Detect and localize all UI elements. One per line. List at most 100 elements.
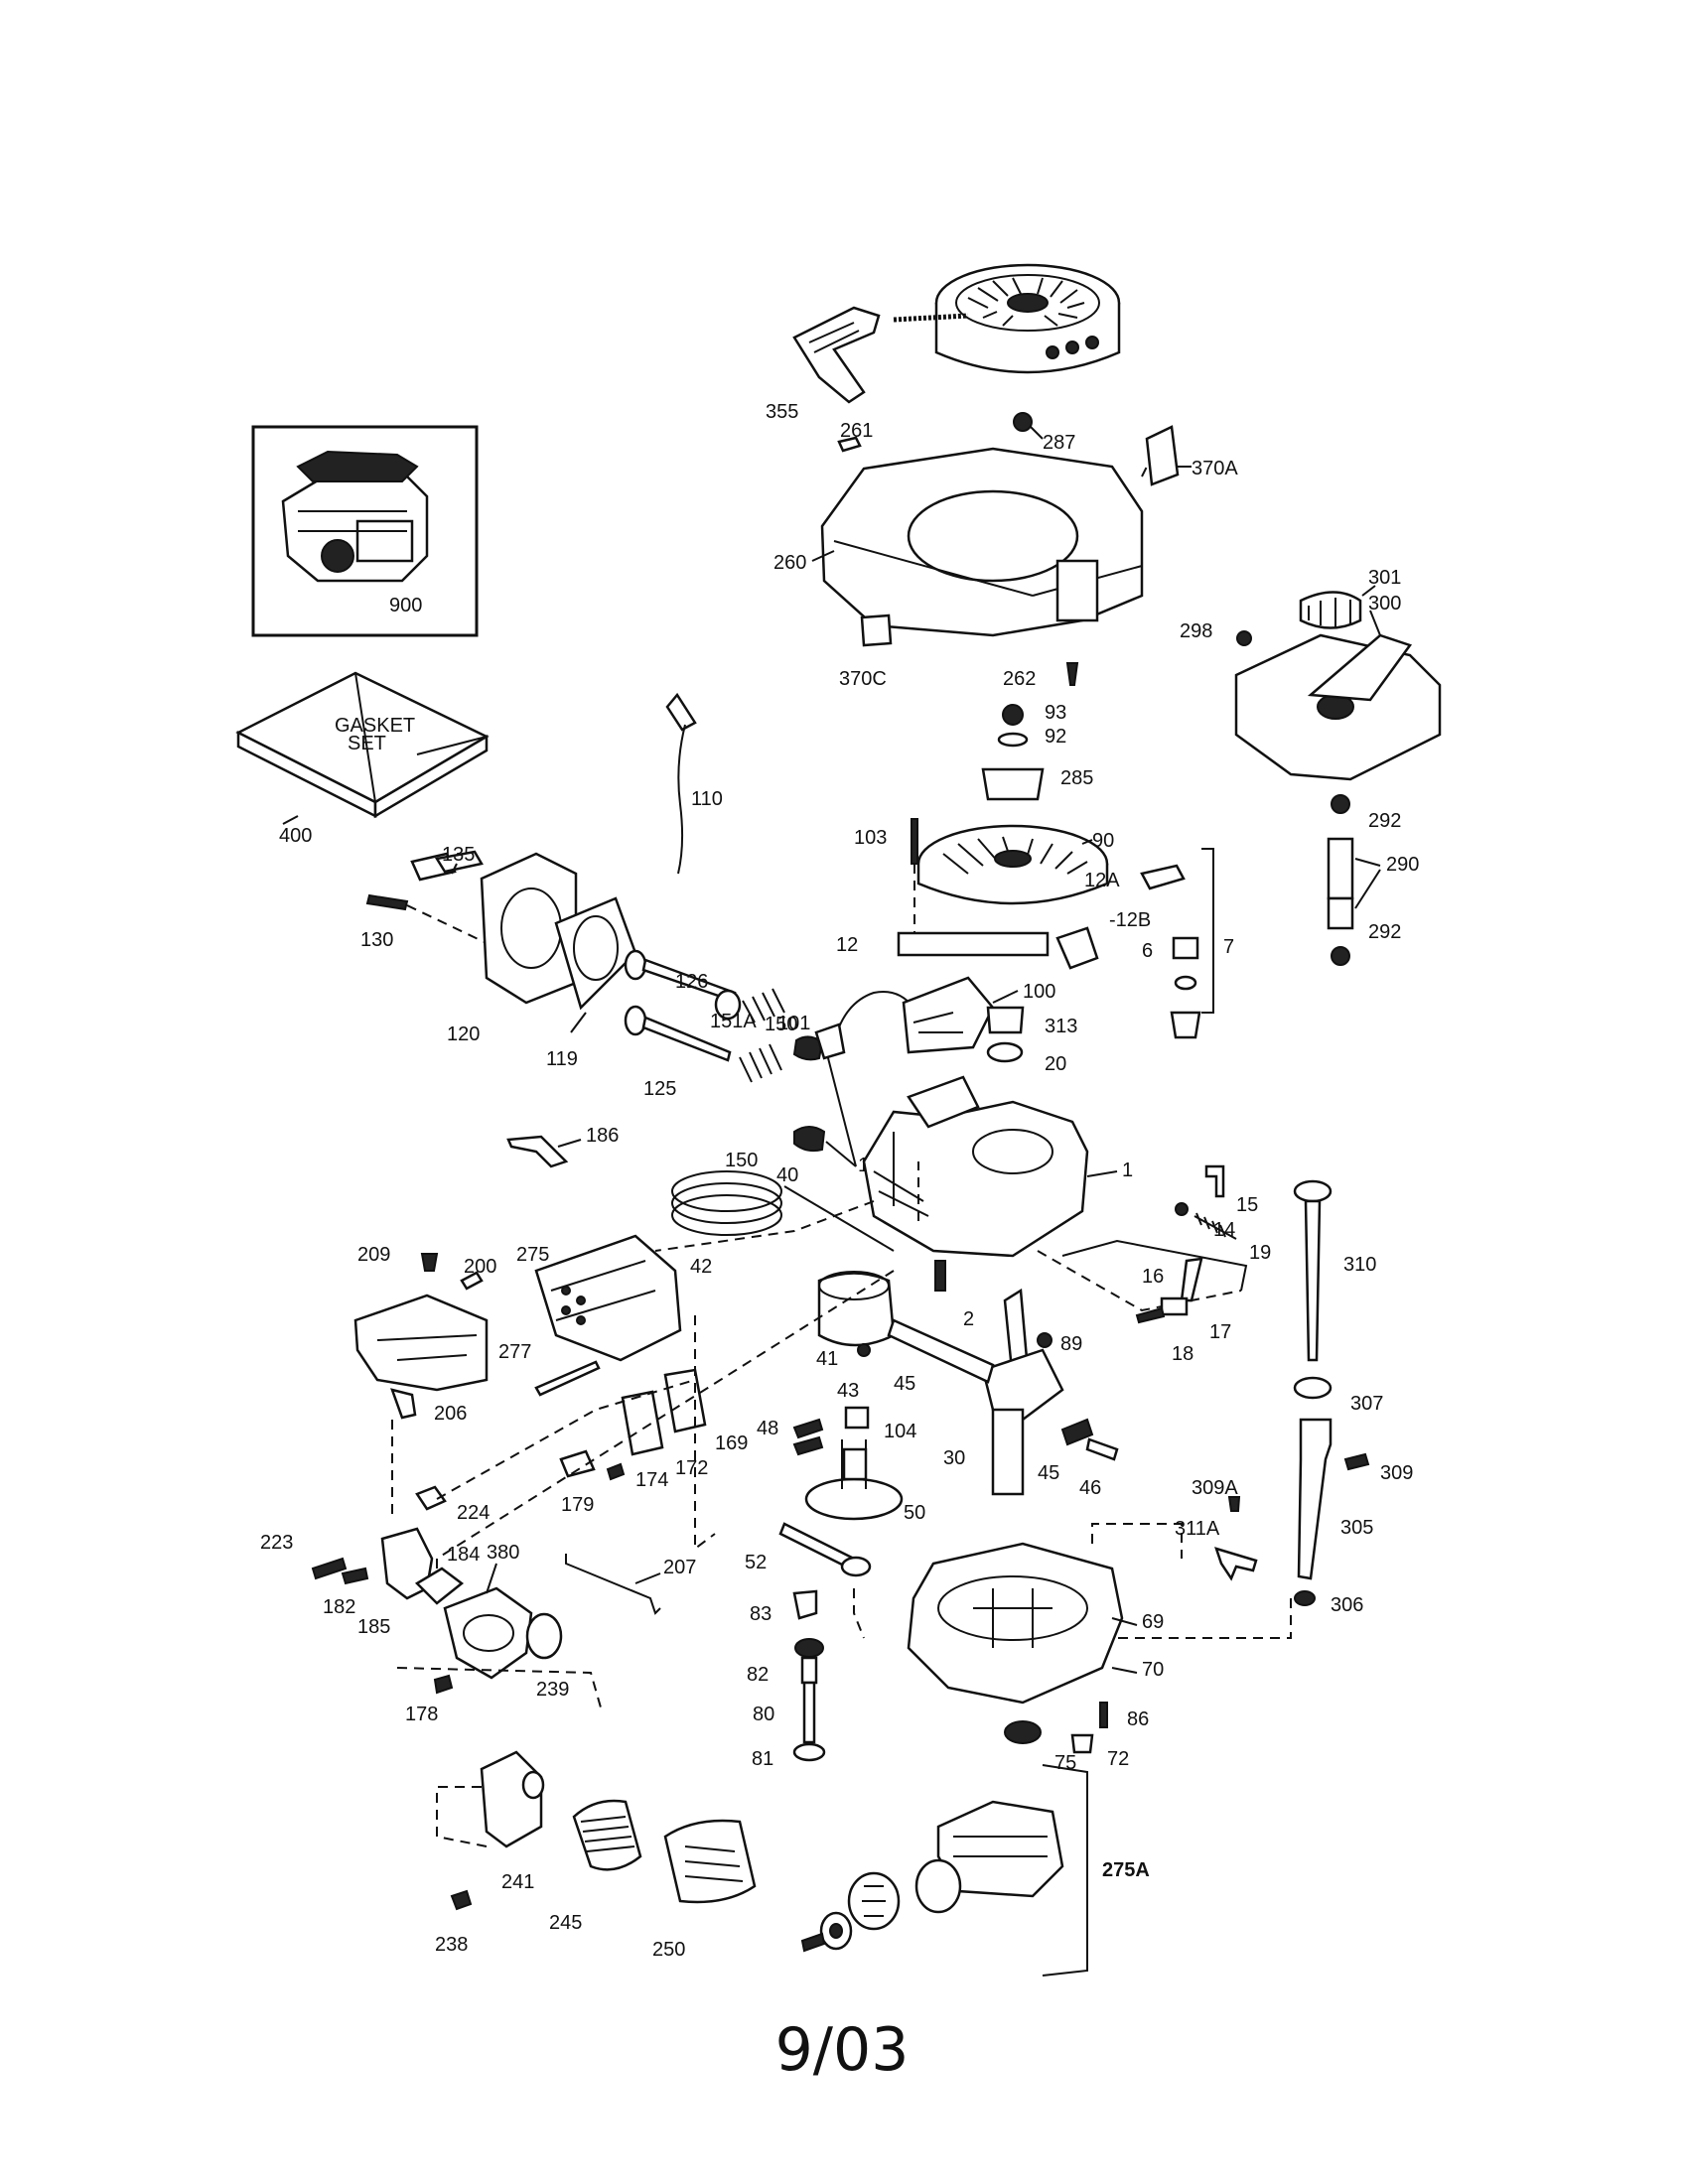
label-89: 89 [1060, 1333, 1082, 1355]
label-305: 305 [1340, 1517, 1373, 1539]
flywheel-group: 110 93 92 285 90 103 [665, 692, 1114, 938]
sump-hardware: 75 72 86 [1004, 1702, 1149, 1774]
label-292-a: 292 [1368, 810, 1401, 832]
label-70: 70 [1142, 1659, 1164, 1681]
label-41: 41 [816, 1348, 838, 1370]
label-12: 12 [836, 934, 858, 956]
exhaust-gaskets: 169 172 174 179 [559, 1368, 748, 1516]
label-110: 110 [691, 788, 723, 810]
label-223: 223 [260, 1532, 293, 1554]
label-150-b: 150 [725, 1150, 758, 1171]
label-186: 186 [586, 1125, 619, 1147]
label-400: 400 [279, 825, 312, 847]
label-150-a: 150 [765, 1014, 797, 1035]
label-206: 206 [434, 1403, 467, 1425]
label-81: 81 [752, 1748, 773, 1770]
label-277: 277 [498, 1341, 531, 1363]
label-100: 100 [1023, 981, 1055, 1003]
ignition-lead-group: 12A 12 -12B 7 6 [836, 848, 1234, 1039]
muffler-bolt: 277 [498, 1341, 601, 1397]
label-224: 224 [457, 1502, 490, 1524]
label-18: 18 [1172, 1343, 1193, 1365]
piston-group: 41 43 45 40 42 [671, 1164, 995, 1402]
governor-linkage: 15 14 19 16 17 18 [1061, 1164, 1271, 1365]
label-239: 239 [536, 1679, 569, 1701]
label-172: 172 [675, 1457, 708, 1479]
label-380: 380 [487, 1542, 519, 1564]
label-200: 200 [464, 1256, 496, 1278]
fuel-line: 292 290 292 [1327, 794, 1419, 966]
label-119: 119 [546, 1048, 578, 1070]
carburetor-group: 224 223 182 185 184 380 239 178 [260, 1379, 696, 1725]
label-174: 174 [635, 1469, 668, 1491]
dipstick-tube-assembly: 310 307 305 309 306 [1082, 1179, 1413, 1639]
label-310: 310 [1343, 1254, 1376, 1276]
muffler-kit: 275A [800, 1764, 1150, 1977]
label-120: 120 [447, 1024, 480, 1045]
fill-tube-bracket: 309A 311A [1175, 1477, 1258, 1581]
ignition-module: 101 100 [777, 976, 1055, 1060]
label-309A: 309A [1192, 1477, 1238, 1499]
crank-seal-group: 313 20 [986, 1006, 1077, 1075]
valve-train: 126 125 151A 150 150 151 [624, 949, 891, 1176]
label-83: 83 [750, 1603, 772, 1625]
label-80: 80 [753, 1704, 774, 1725]
label-17: 17 [1209, 1321, 1231, 1343]
label-46: 46 [1079, 1477, 1101, 1499]
label-gasket: GASKET [335, 715, 415, 737]
label-15: 15 [1236, 1194, 1258, 1216]
label-69: 69 [1142, 1611, 1164, 1633]
label-207: 207 [663, 1557, 696, 1578]
blower-housing: 260 261 287 370A 370C 262 [773, 412, 1238, 690]
label-238: 238 [435, 1934, 468, 1956]
rewind-starter: 355 [766, 263, 1121, 423]
label-12A: 12A [1084, 870, 1120, 891]
label-301: 301 [1368, 567, 1401, 589]
label-43: 43 [837, 1380, 859, 1402]
label-182: 182 [323, 1596, 355, 1618]
label-185: 185 [357, 1616, 390, 1638]
label-261: 261 [840, 420, 873, 442]
label-48: 48 [757, 1418, 778, 1439]
label-set: SET [348, 733, 386, 754]
label-370A: 370A [1192, 458, 1238, 479]
label-307: 307 [1350, 1393, 1383, 1415]
label-306: 306 [1331, 1594, 1363, 1616]
air-cleaner-group: 241 245 250 238 [435, 1750, 757, 1961]
label-45-a: 45 [894, 1373, 915, 1395]
label-130: 130 [360, 929, 393, 951]
label-72: 72 [1107, 1748, 1129, 1770]
revision-date: 9/03 [774, 2015, 910, 2085]
label-151A: 151A [710, 1011, 757, 1032]
label-19: 19 [1249, 1242, 1271, 1264]
label-86: 86 [1127, 1708, 1149, 1730]
label-370C: 370C [839, 668, 887, 690]
oil-pump-group: 83 82 80 81 [747, 1589, 826, 1770]
label-300: 300 [1368, 593, 1401, 614]
label-52: 52 [745, 1552, 767, 1573]
label-30: 30 [943, 1447, 965, 1469]
label-179: 179 [561, 1494, 594, 1516]
label-313: 313 [1045, 1016, 1077, 1037]
engine-block: 1 [654, 1075, 1242, 1312]
label-45-b: 45 [1038, 1462, 1059, 1484]
label-290: 290 [1386, 854, 1419, 876]
cylinder-head-group: 135 130 120 119 [360, 844, 637, 1070]
label-126: 126 [675, 971, 708, 993]
label-285: 285 [1060, 767, 1093, 789]
crankshaft-group: 2 30 89 45 46 [934, 1260, 1119, 1499]
control-bracket: 209 200 206 [353, 1244, 496, 1514]
label-104: 104 [884, 1421, 916, 1442]
label-250: 250 [652, 1939, 685, 1961]
label-245: 245 [549, 1912, 582, 1934]
label-6: 6 [1142, 940, 1153, 962]
label-287: 287 [1043, 432, 1075, 454]
gasket-set: GASKET SET 400 [235, 671, 490, 847]
label-82: 82 [747, 1664, 769, 1686]
label-275: 275 [516, 1244, 549, 1266]
label-1: 1 [1122, 1160, 1133, 1181]
engine-assembly-inset: 900 [251, 425, 479, 637]
label-292-b: 292 [1368, 921, 1401, 943]
label-275A: 275A [1102, 1859, 1150, 1881]
label-262: 262 [1003, 668, 1036, 690]
